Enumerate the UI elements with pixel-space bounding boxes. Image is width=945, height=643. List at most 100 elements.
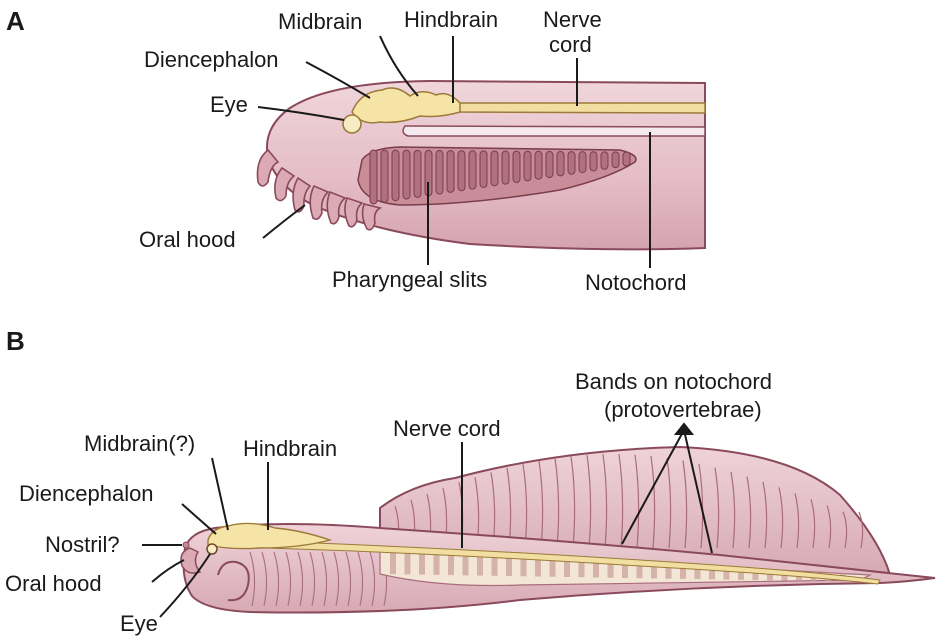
label-b-bands-line2: (protovertebrae) [604, 397, 762, 422]
pharyngeal-slit [501, 150, 510, 185]
protovertebra-band [767, 569, 773, 581]
panel-b-oral-hood-shape [180, 547, 202, 574]
pharyngeal-slit [523, 150, 532, 182]
pharyngeal-slit [490, 150, 499, 187]
panel-b-eye [206, 543, 218, 555]
label-b-oral-hood: Oral hood [5, 571, 102, 596]
panel-a-oral-hood [256, 148, 383, 231]
pharyngeal-slit [391, 149, 400, 202]
label-b-eye: Eye [120, 611, 158, 636]
head-ray [297, 551, 304, 607]
protovertebra-band [564, 558, 570, 578]
protovertebra-band [738, 567, 744, 580]
label-b-diencephalon: Diencephalon [19, 481, 154, 506]
label-a-oral-hood: Oral hood [139, 227, 236, 252]
pharyngeal-slit [611, 151, 620, 169]
pharyngeal-slit [556, 150, 565, 177]
protovertebra-band [607, 561, 614, 578]
head-ray [261, 551, 268, 607]
fin-ray [666, 457, 672, 549]
head-ray [249, 551, 256, 607]
pharyngeal-slit [622, 151, 631, 167]
pharyngeal-slit [589, 151, 598, 172]
pharyngeal-slit [369, 149, 378, 205]
fin-ray [634, 454, 640, 549]
head-ray [321, 551, 328, 607]
panel-b-head-rays [249, 551, 388, 607]
leader-b-diencephalon [181, 503, 217, 535]
leader-b-oral-hood [151, 559, 185, 583]
pharyngeal-slit [380, 149, 389, 203]
fin-ray [810, 499, 816, 549]
panel-b-letter: B [6, 326, 25, 356]
leader-a-midbrain [379, 35, 419, 97]
label-b-hindbrain: Hindbrain [243, 436, 337, 461]
label-a-nerve-cord-line1: Nerve [543, 7, 602, 32]
panel-a-eye [342, 114, 362, 134]
pharyngeal-slit [545, 150, 554, 179]
fin-ray [570, 456, 576, 549]
fin-ray [618, 453, 624, 549]
fin-ray [794, 493, 800, 549]
pharyngeal-slit [413, 149, 422, 198]
leader-b-bands-arrow [673, 422, 695, 435]
fin-ray [538, 460, 544, 549]
label-b-nerve-cord: Nerve cord [393, 416, 501, 441]
protovertebra-band [419, 551, 425, 575]
pharyngeal-slit [479, 150, 488, 188]
leader-b-eye [159, 553, 211, 618]
label-b-midbrain: Midbrain(?) [84, 431, 195, 456]
protovertebra-band [665, 564, 672, 579]
fin-ray [746, 476, 752, 549]
fin-ray [858, 511, 864, 549]
protovertebra-band [520, 556, 527, 577]
protovertebra-band [506, 555, 512, 577]
pharyngeal-slit [567, 151, 576, 175]
pharyngeal-slit [402, 149, 411, 200]
leader-b-bands-1 [621, 429, 685, 545]
head-ray [369, 551, 376, 607]
protovertebra-band [709, 566, 715, 580]
panel-b: B Bands on notochord (protovertebrae) Ne… [5, 326, 936, 636]
pharyngeal-slit [578, 151, 587, 174]
protovertebra-band [404, 550, 411, 575]
pharyngeal-slit [600, 151, 609, 170]
pharyngeal-slit [457, 150, 466, 192]
label-b-nostril: Nostril? [45, 532, 120, 557]
protovertebra-band [680, 564, 686, 579]
leader-b-bands-2 [683, 429, 713, 554]
head-ray [285, 551, 292, 607]
protovertebra-band [723, 567, 730, 580]
fin-ray [602, 454, 608, 549]
fin-ray [586, 454, 592, 549]
label-a-nerve-cord-line2: cord [549, 32, 592, 57]
protovertebra-band [622, 561, 628, 578]
fin-ray [714, 467, 720, 549]
fin-ray [682, 460, 688, 549]
protovertebra-band [651, 563, 657, 579]
panel-b-nostril [182, 541, 190, 549]
fin-ray [698, 463, 704, 549]
leader-b-midbrain [211, 457, 229, 531]
fin-ray [650, 455, 656, 549]
label-a-pharyngeal-slits: Pharyngeal slits [332, 267, 487, 292]
fin-ray [554, 458, 560, 549]
panel-a-notochord [402, 125, 706, 137]
leader-a-oral-hood [262, 204, 306, 239]
protovertebra-band [491, 554, 498, 576]
pharyngeal-slit [534, 150, 543, 180]
leader-a-diencephalon [305, 61, 371, 99]
pharyngeal-slit [435, 150, 444, 195]
protovertebra-band [593, 560, 599, 578]
fin-ray [826, 505, 832, 549]
label-a-notochord: Notochord [585, 270, 687, 295]
protovertebra-band [752, 568, 759, 581]
head-ray [333, 551, 340, 607]
fin-ray [730, 471, 736, 549]
head-ray [273, 551, 280, 607]
protovertebra-band [578, 559, 585, 578]
pharyngeal-slit [468, 150, 477, 190]
protovertebra-band [535, 557, 541, 577]
label-a-hindbrain: Hindbrain [404, 7, 498, 32]
fin-ray [762, 481, 768, 549]
